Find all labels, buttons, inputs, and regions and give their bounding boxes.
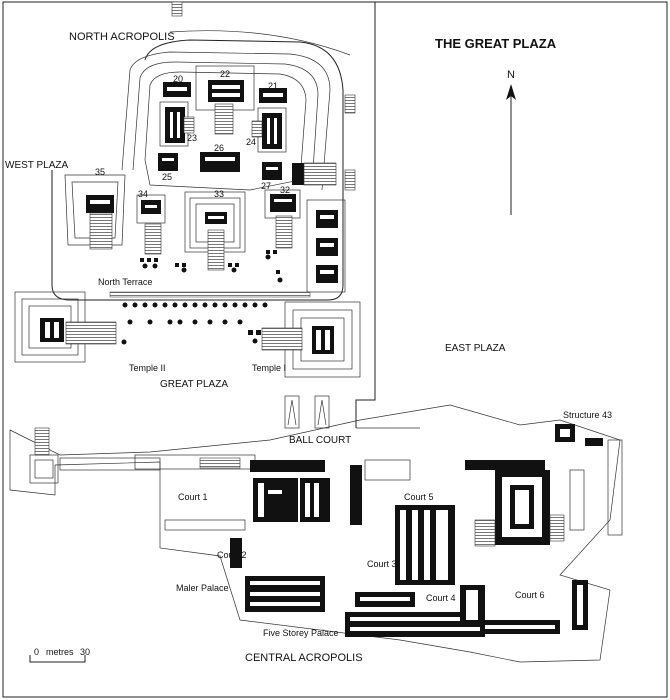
north-arrow: N [506,69,516,215]
court-labels: Court 1 Court 2 Court 3 Court 4 Court 5 … [176,492,545,638]
stelae [109,250,311,345]
scale-end: 30 [80,647,90,657]
map-title: THE GREAT PLAZA [435,36,557,51]
structure-34: 34 [138,189,148,199]
maler-palace-label: Maler Palace [176,583,229,593]
court-4-label: Court 4 [426,593,456,603]
court-5-label: Court 5 [404,492,434,502]
structure-24: 24 [246,137,256,147]
scale-unit: metres [46,647,74,657]
structure-35: 35 [95,167,105,177]
structure-33: 33 [214,189,224,199]
court-3-label: Court 3 [367,559,397,569]
structure-23: 23 [187,133,197,143]
temple-1-label: Temple I [252,363,286,373]
structure-21: 21 [268,81,278,91]
structure-20: 20 [173,74,183,84]
temple-1 [261,301,361,378]
west-plaza-label: WEST PLAZA [5,160,68,171]
structure-27: 27 [261,181,271,191]
north-label: N [507,69,515,81]
north-stair [171,1,183,17]
east-plaza-label: EAST PLAZA [445,343,506,354]
great-plaza-label: GREAT PLAZA [160,379,228,390]
structure-26: 26 [214,143,224,153]
structure-22: 22 [220,69,230,79]
structure-43-label: Structure 43 [563,410,612,420]
plaza-boundary [355,2,376,428]
north-acropolis [51,30,356,301]
north-acropolis-label: NORTH ACROPOLIS [69,31,175,43]
temple-2-label: Temple II [129,363,166,373]
temple-2 [14,291,117,363]
court-2-label: Court 2 [217,550,247,560]
structure-32: 32 [280,185,290,195]
structure-25: 25 [162,172,172,182]
structure-numbers: 20 21 22 23 24 25 26 27 32 33 34 35 [95,69,290,199]
acropolis-structures [64,65,338,283]
north-terrace-label: North Terrace [98,277,152,287]
scale-bar: 0 metres 30 [29,647,90,663]
ball-court [284,395,330,429]
court-6-label: Court 6 [515,590,545,600]
central-acropolis-label: CENTRAL ACROPOLIS [245,652,363,664]
ball-court-label: BALL COURT [289,435,351,446]
five-storey-palace-label: Five Storey Palace [263,628,339,638]
scale-start: 0 [34,647,39,657]
court-1-label: Court 1 [178,492,208,502]
central-acropolis [9,404,623,663]
